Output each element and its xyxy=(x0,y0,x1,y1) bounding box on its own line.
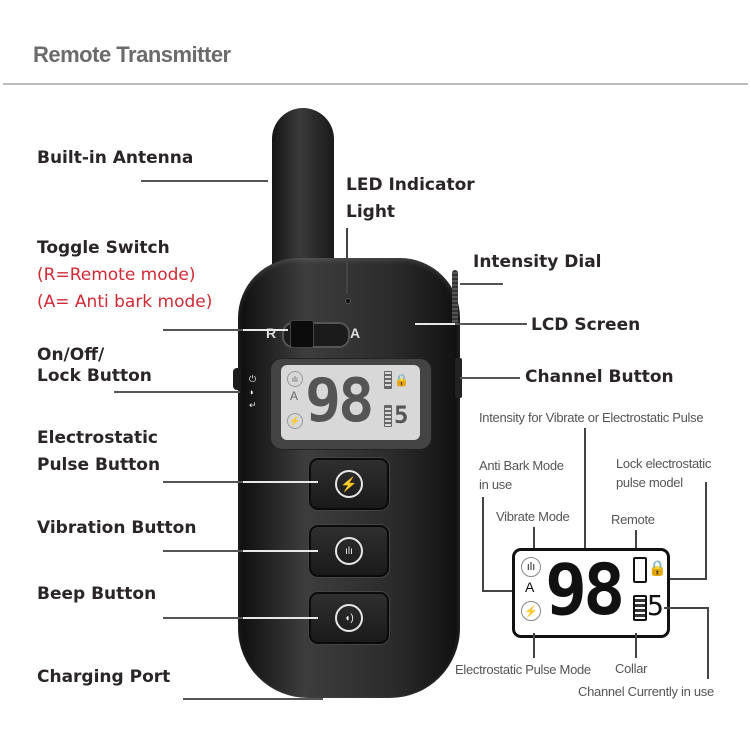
electrostatic-pulse-button[interactable]: ⚡ xyxy=(309,458,389,510)
anti-bark-letter: A xyxy=(525,579,535,595)
title-divider xyxy=(3,83,748,85)
toggle-note-antibark: (A= Anti bark mode) xyxy=(37,292,213,312)
leader-line xyxy=(163,329,243,331)
lock-icon: 🔒 xyxy=(394,373,409,387)
legend-lock-line1: Lock electrostatic xyxy=(616,456,712,471)
legend-pulse-mode: Electrostatic Pulse Mode xyxy=(455,662,591,677)
switch-label-r: R xyxy=(266,325,277,341)
lock-hook-icon: ↵ xyxy=(249,400,257,410)
leader-line xyxy=(415,323,455,325)
leader-line xyxy=(460,283,503,285)
leader-line xyxy=(114,391,240,393)
legend-remote: Remote xyxy=(611,512,655,527)
callout-charging-port: Charging Port xyxy=(37,667,171,687)
leader-line xyxy=(533,633,535,658)
legend-channel: Channel Currently in use xyxy=(578,684,714,699)
collar-battery-icon xyxy=(384,405,392,427)
intensity-value: 98 xyxy=(305,366,374,436)
leader-line xyxy=(243,617,318,619)
device-lcd: ılı A ⚡ 98 🔒 5 xyxy=(281,365,420,440)
channel-button[interactable] xyxy=(455,358,462,398)
legend-intensity: Intensity for Vibrate or Electrostatic P… xyxy=(479,410,704,425)
leader-line xyxy=(163,550,243,552)
leader-line xyxy=(243,329,288,331)
page-title: Remote Transmitter xyxy=(33,42,231,67)
channel-value: 5 xyxy=(394,401,409,429)
leader-line xyxy=(243,481,318,483)
callout-beep: Beep Button xyxy=(37,584,157,604)
legend-lock-line2: pulse model xyxy=(616,475,683,490)
leader-line xyxy=(533,527,535,552)
callout-onoff-line2: Lock Button xyxy=(37,366,152,386)
speaker-icon: ◖) xyxy=(335,604,363,632)
callout-onoff-line1: On/Off/ xyxy=(37,345,105,365)
leader-line xyxy=(664,607,709,609)
leader-line xyxy=(707,607,709,679)
pulse-mode-icon: ⚡ xyxy=(287,413,303,429)
leader-line xyxy=(705,482,707,580)
callout-led-line2: Light xyxy=(346,202,396,222)
remote-battery-icon xyxy=(633,557,647,583)
intensity-dial[interactable] xyxy=(452,270,458,325)
callout-antenna: Built-in Antenna xyxy=(37,148,194,168)
light-icon: ◗ xyxy=(249,387,255,397)
toggle-knob[interactable] xyxy=(290,320,314,348)
remote-battery-icon xyxy=(384,371,392,389)
callout-pulse-line1: Electrostatic xyxy=(37,428,158,448)
leader-line xyxy=(163,617,243,619)
vibration-button[interactable]: ılı xyxy=(309,525,389,577)
lcd-legend-display: ılı A ⚡ 98 🔒 5 xyxy=(512,548,670,638)
leader-line xyxy=(482,590,522,592)
leader-line xyxy=(635,530,637,552)
legend-collar: Collar xyxy=(615,661,648,676)
power-lock-button[interactable] xyxy=(233,368,241,390)
vibrate-mode-icon: ılı xyxy=(287,371,303,387)
leader-line xyxy=(243,550,318,552)
beep-button[interactable]: ◖) xyxy=(309,592,389,644)
legend-antibark-line2: in use xyxy=(479,477,512,492)
side-icons: ⏻ ◗ ↵ xyxy=(249,373,257,412)
leader-line xyxy=(460,377,520,379)
leader-line xyxy=(141,180,268,182)
leader-line xyxy=(635,633,637,658)
leader-line xyxy=(455,323,527,325)
leader-line xyxy=(346,228,348,294)
callout-toggle-switch: Toggle Switch xyxy=(37,238,170,258)
intensity-digits: 98 xyxy=(545,549,625,631)
lightning-icon: ⚡ xyxy=(335,470,363,498)
toggle-note-remote: (R=Remote mode) xyxy=(37,265,196,285)
led-indicator xyxy=(345,298,351,304)
callout-vibration: Vibration Button xyxy=(37,518,197,538)
vibrate-mode-icon: ılı xyxy=(521,557,541,577)
callout-intensity-dial: Intensity Dial xyxy=(473,252,602,272)
legend-vibrate: Vibrate Mode xyxy=(496,509,570,524)
collar-battery-icon xyxy=(633,595,647,621)
channel-digit: 5 xyxy=(647,589,664,622)
leader-line xyxy=(584,428,586,552)
power-icon: ⏻ xyxy=(249,374,257,384)
callout-channel-button: Channel Button xyxy=(525,367,674,387)
pulse-mode-icon: ⚡ xyxy=(521,601,541,621)
lock-icon: 🔒 xyxy=(648,560,667,577)
callout-lcd-screen: LCD Screen xyxy=(531,315,641,335)
leader-line xyxy=(664,578,707,580)
mode-letter: A xyxy=(290,389,299,403)
vibration-icon: ılı xyxy=(335,537,363,565)
callout-led-line1: LED Indicator xyxy=(346,175,475,195)
legend-antibark-line1: Anti Bark Mode xyxy=(479,458,564,473)
leader-line xyxy=(482,497,484,592)
leader-line xyxy=(163,481,243,483)
switch-label-a: A xyxy=(350,325,361,341)
callout-pulse-line2: Pulse Button xyxy=(37,455,161,475)
leader-line xyxy=(183,698,323,700)
